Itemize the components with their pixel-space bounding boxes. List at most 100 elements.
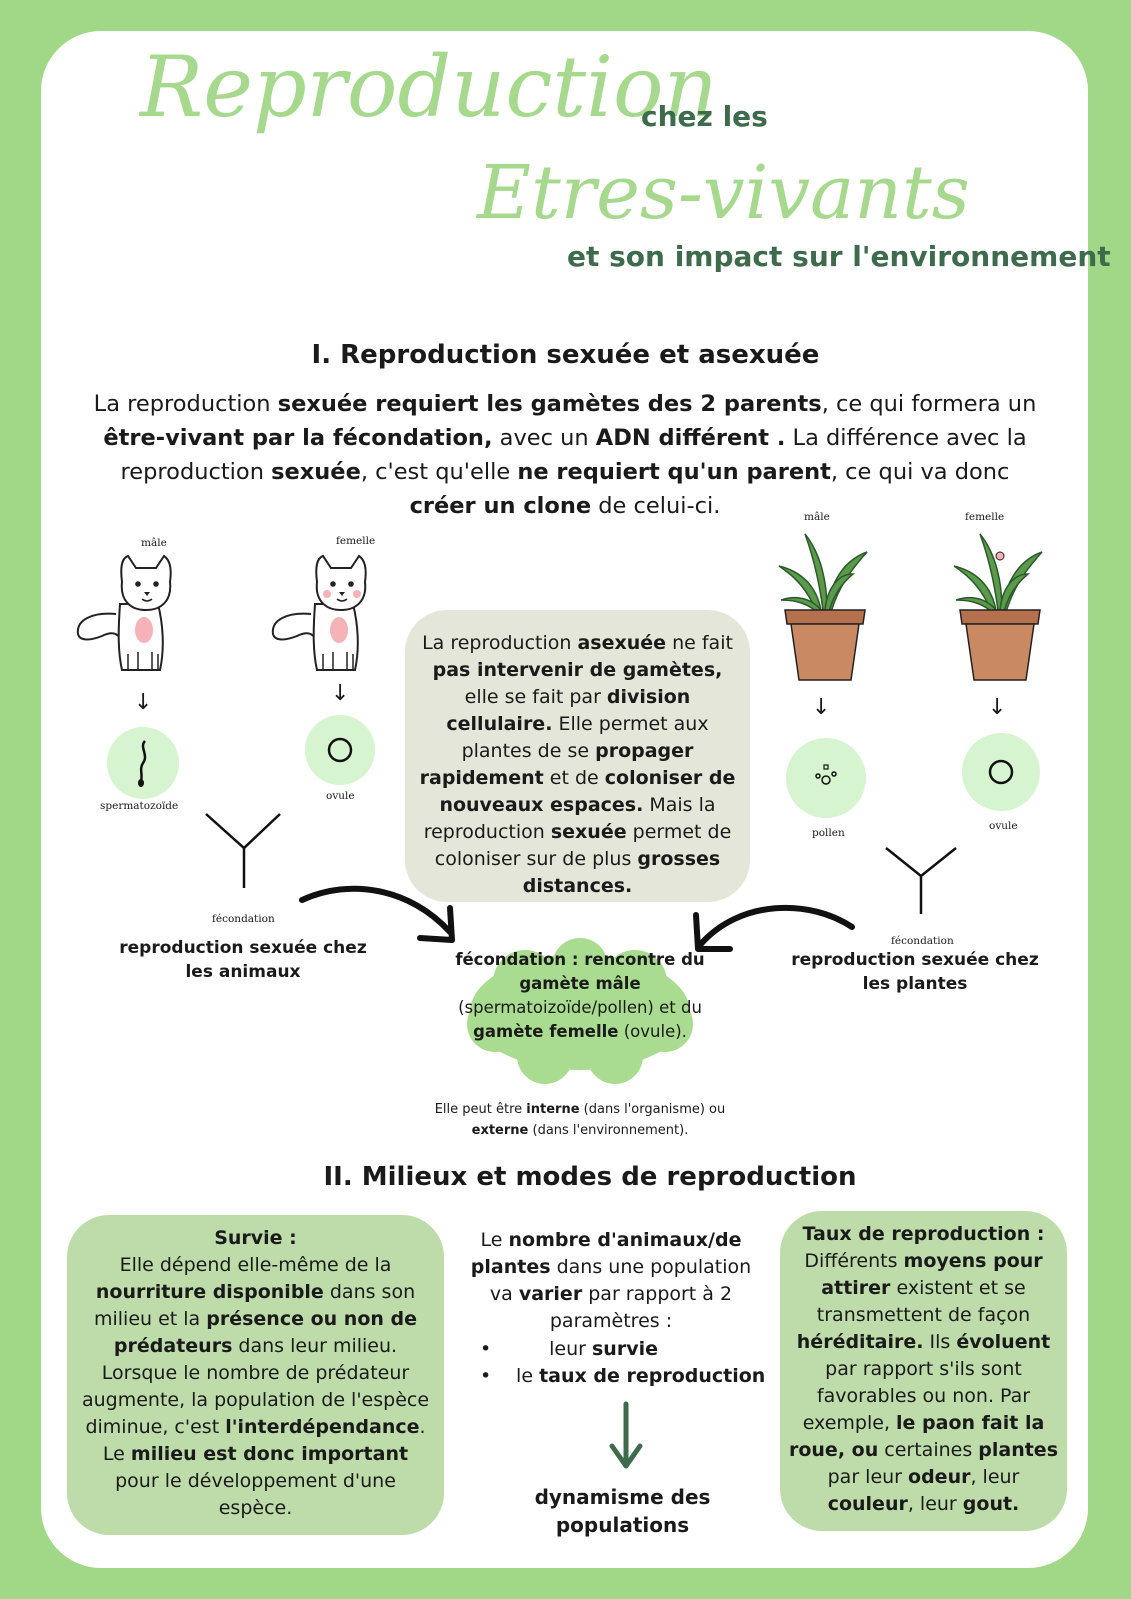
cloud-shape — [467, 938, 693, 1084]
arrow-down-icon: ↓ — [134, 690, 153, 715]
conclusion-dynamisme: dynamisme des populations — [534, 1485, 711, 1537]
section2-heading: II. Milieux et modes de reproduction — [323, 1162, 857, 1192]
text-run: sexuée — [550, 821, 627, 843]
text-run: permet de coloniser sur de plus — [434, 821, 732, 870]
plant-ovule-label: ovule — [989, 820, 1018, 832]
text-run: gamète femelle — [473, 1022, 619, 1041]
text-run: pour le développement d'une espèce. — [115, 1470, 396, 1519]
plant-female-label: femelle — [965, 511, 1005, 523]
animal-male-label: mâle — [141, 537, 167, 549]
text-run: par leur — [827, 1466, 909, 1488]
arrow-down-icon: ↓ — [331, 681, 350, 706]
text-run: par rapport s'ils sont favorables ou non… — [802, 1358, 1031, 1434]
subtitle-impact: et son impact sur l'environnement — [567, 240, 1111, 273]
text-run: présence ou non de prédateurs — [113, 1308, 417, 1357]
pollen-icon — [815, 764, 837, 785]
text-run: La reproduction — [93, 391, 278, 417]
text-run: odeur — [908, 1466, 971, 1488]
text-run: . Le — [102, 1416, 426, 1465]
text-run: couleur — [827, 1493, 908, 1515]
text-run: Ils — [923, 1331, 957, 1353]
title-reproduction: Reproduction — [140, 38, 718, 136]
text-run: Elle permet aux plantes de se — [461, 713, 709, 762]
fecondation-cloud-text: fécondation : rencontre du gamète mâle (… — [455, 948, 705, 1044]
fusion-y-icon — [885, 847, 957, 914]
text-run: , leur — [907, 1493, 963, 1515]
text-run: Elle peut être — [434, 1102, 527, 1117]
fecondation-note: Elle peut être interne (dans l'organisme… — [410, 1099, 750, 1141]
text-run: certaines — [878, 1439, 979, 1461]
text-run: nourriture disponible — [95, 1281, 324, 1303]
text-run: grosses distances. — [522, 848, 721, 897]
text-run: pas intervenir de gamètes, — [432, 659, 723, 681]
spermatozoid-icon — [138, 740, 147, 787]
bullet-survie: • leur survie — [480, 1338, 658, 1360]
text-run: dans son milieu et la — [93, 1281, 416, 1330]
bullet-taux: • le taux de reproduction — [480, 1365, 766, 1387]
survie-box: Survie :Elle dépend elle-même de la nour… — [67, 1215, 444, 1535]
text-run: dans une population va — [489, 1256, 752, 1305]
taux-box: Taux de reproduction : Différents moyens … — [780, 1211, 1067, 1531]
text-run: asexuée — [577, 632, 667, 654]
plant-female-icon — [953, 533, 1043, 681]
text-run: Mais la reproduction — [423, 794, 716, 843]
text-run: le — [516, 1365, 540, 1387]
text-run: existent et se transmettent de façon — [816, 1277, 1031, 1326]
section1-intro: La reproduction sexuée requiert les gamè… — [85, 387, 1045, 523]
text-run: plantes — [978, 1439, 1059, 1461]
text-run: ne fait — [666, 632, 733, 654]
text-run: nombre d'animaux/de plantes — [470, 1229, 742, 1278]
text-run: dans leur milieu. Lorsque le nombre de p… — [81, 1335, 430, 1438]
text-run: La reproduction — [422, 632, 578, 654]
animal-caption: reproduction sexuée chez les animaux — [119, 938, 367, 982]
text-run: créer un clone — [409, 493, 592, 519]
text-run: La différence avec la reproduction — [120, 425, 1027, 485]
text-run: , leur — [970, 1466, 1020, 1488]
text-run: évoluent — [956, 1331, 1051, 1353]
text-run: gout. — [962, 1493, 1020, 1515]
text-run: propager rapidement — [419, 740, 694, 789]
text-run: et du — [659, 998, 702, 1017]
text-run: division cellulaire. — [446, 686, 691, 735]
sperm-label: spermatozoïde — [100, 800, 179, 812]
subtitle-chez-les: chez les — [641, 100, 768, 133]
arrow-down-icon: ↓ — [812, 695, 831, 720]
text-run: (dans l'environnement). — [528, 1123, 689, 1138]
text-run: , c'est qu'elle — [360, 459, 518, 485]
text-run: Différents — [804, 1250, 904, 1272]
curved-arrow-icon — [299, 885, 455, 943]
text-run: varier — [518, 1283, 583, 1305]
plant-fecondation-label: fécondation — [891, 935, 954, 947]
text-run: héréditaire. — [796, 1331, 924, 1353]
sperm-cell — [107, 727, 179, 799]
text-run: l'interdépendance — [225, 1416, 420, 1438]
text-run: (spermatoizoïde/pollen) — [458, 998, 660, 1017]
ovule-icon — [988, 759, 1014, 785]
cat-male-icon — [76, 554, 172, 671]
text-run: (ovule). — [618, 1022, 687, 1041]
ovule-icon — [327, 737, 353, 763]
ovule-cell — [305, 715, 375, 785]
title-etres-vivants: Etres-vivants — [477, 150, 970, 236]
population-text: Le nombre d'animaux/de plantes dans une … — [470, 1227, 752, 1335]
text-run: elle se fait par — [464, 686, 607, 708]
ovule-label: ovule — [326, 790, 355, 802]
pollen-label: pollen — [812, 827, 845, 839]
plant-male-icon — [778, 533, 868, 681]
text-run: moyens pour attirer — [821, 1250, 1043, 1299]
text-run: Taux de reproduction : — [802, 1223, 1045, 1245]
fusion-y-icon — [205, 813, 281, 888]
text-run: externe — [471, 1123, 529, 1138]
plant-caption: reproduction sexuée chez les plantes — [791, 950, 1039, 994]
text-run: et de — [543, 767, 605, 789]
text-run: interne — [526, 1102, 580, 1117]
text-run: coloniser de nouveaux espaces. — [439, 767, 736, 816]
text-run: Survie : — [214, 1227, 297, 1249]
text-run: Le — [480, 1229, 509, 1251]
text-run: sexuée requiert les gamètes des 2 parent… — [277, 391, 822, 417]
animal-female-label: femelle — [336, 535, 376, 547]
pollen-cell — [786, 738, 866, 818]
text-run: leur — [549, 1338, 592, 1360]
animal-fecondation-label: fécondation — [212, 913, 275, 925]
text-run: par rapport à 2 paramètres : — [549, 1283, 733, 1332]
